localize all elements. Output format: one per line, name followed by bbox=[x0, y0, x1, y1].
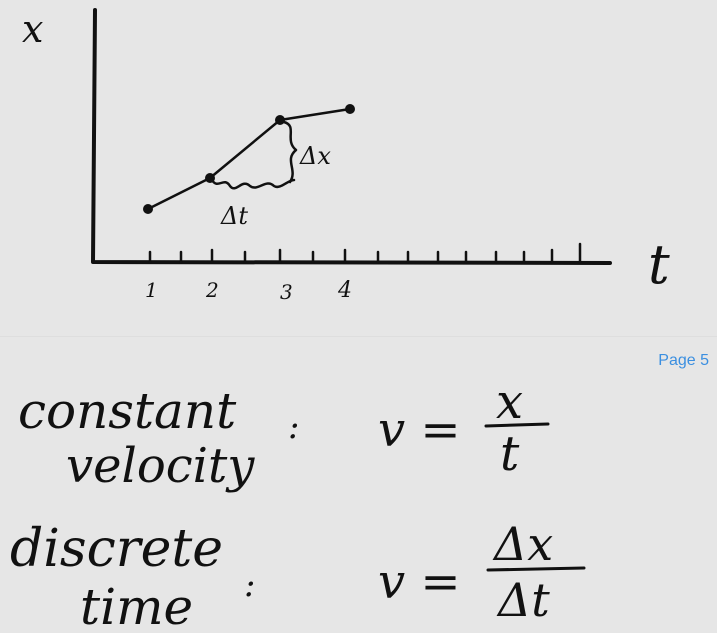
page-divider bbox=[0, 336, 717, 337]
note-separator: : bbox=[244, 565, 255, 605]
fraction-bar bbox=[484, 422, 550, 428]
note-lhs: v = bbox=[378, 402, 461, 458]
x-axis-label: t bbox=[648, 233, 670, 296]
data-point bbox=[275, 115, 285, 125]
data-point bbox=[345, 104, 355, 114]
position-time-graph: x t 1 2 3 bbox=[22, 7, 670, 304]
note-lhs: v = bbox=[378, 554, 461, 610]
tick-label-1: 1 bbox=[145, 278, 158, 302]
fraction-numerator: Δx bbox=[492, 517, 553, 571]
tick-label-2: 2 bbox=[205, 278, 219, 302]
note-discrete-time: discrete time : v = Δx Δt bbox=[10, 517, 586, 633]
fraction-bar bbox=[486, 566, 586, 572]
delta-t-brace bbox=[210, 178, 296, 190]
delta-x-label: Δx bbox=[299, 142, 331, 170]
tick-label-4: 4 bbox=[337, 278, 352, 303]
note-constant-velocity: constant velocity : v = x t bbox=[18, 374, 550, 494]
note-separator: : bbox=[288, 407, 299, 447]
tick-label-3: 3 bbox=[280, 280, 293, 304]
note-term-line1: constant bbox=[18, 382, 237, 440]
delta-t-label: Δt bbox=[220, 202, 248, 230]
data-point bbox=[143, 204, 153, 214]
delta-x-brace bbox=[282, 120, 298, 184]
note-term-line1: discrete bbox=[10, 519, 223, 579]
fraction-numerator: x bbox=[496, 374, 523, 430]
y-axis-label: x bbox=[22, 7, 43, 51]
graph-axes bbox=[91, 8, 612, 265]
note-term-line2: velocity bbox=[66, 438, 255, 494]
note-term-line2: time bbox=[80, 578, 193, 629]
position-line bbox=[146, 107, 352, 211]
tick-marks bbox=[148, 242, 582, 264]
page-number-label: Page 5 bbox=[658, 352, 709, 369]
fraction-denominator: Δt bbox=[496, 573, 550, 627]
fraction-denominator: t bbox=[500, 426, 520, 482]
